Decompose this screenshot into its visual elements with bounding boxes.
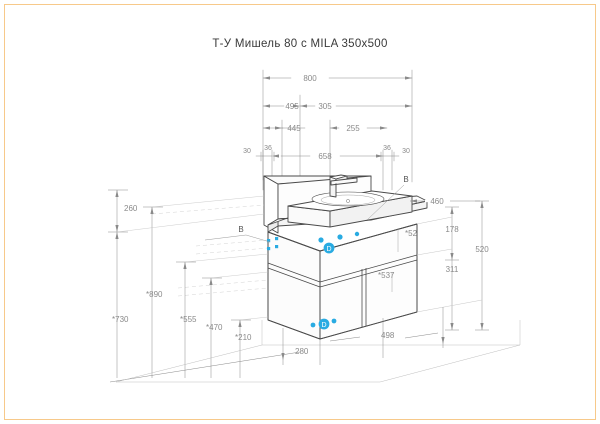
dim-text-555: *555 <box>180 315 197 324</box>
dim-495-305 <box>262 94 413 186</box>
marker-square-1 <box>267 239 271 243</box>
marker-dot-upper-a <box>318 237 324 243</box>
marker-square-3 <box>267 247 271 251</box>
dim-text-30-right: 30 <box>402 148 410 155</box>
bottom-dimension-labels: 280 498 <box>295 331 395 356</box>
left-dimension-labels: 260 *730 *890 *555 *470 *210 <box>112 204 252 342</box>
marker-dot-upper-c <box>354 231 360 237</box>
marker-square-4 <box>275 245 279 249</box>
dim-text-800: 800 <box>303 74 317 83</box>
marker-square-2 <box>275 237 279 241</box>
dim-text-537: *537 <box>378 271 395 280</box>
right-dimensions <box>410 199 489 331</box>
accent-markers: D D <box>267 231 360 330</box>
faucet <box>329 174 358 198</box>
dim-text-305: 305 <box>318 102 332 111</box>
dim-text-52: *52 <box>405 229 418 238</box>
section-leaders <box>204 184 405 243</box>
dim-text-890: *890 <box>146 290 163 299</box>
dim-text-36-right: 36 <box>383 145 391 152</box>
marker-dot-upper-b <box>337 234 343 240</box>
cabinet-body <box>267 223 418 340</box>
dim-text-520: 520 <box>475 245 489 254</box>
dim-text-260: 260 <box>124 204 138 213</box>
dim-text-178: 178 <box>445 225 459 234</box>
marker-dot-lower-b <box>331 318 337 324</box>
dim-text-495: 495 <box>285 102 299 111</box>
dim-text-36-left: 36 <box>264 145 272 152</box>
dim-text-470: *470 <box>206 323 223 332</box>
dim-text-445: 445 <box>287 124 301 133</box>
dim-text-280: 280 <box>295 347 309 356</box>
dim-800 <box>262 69 413 183</box>
inner-leaders <box>391 228 399 292</box>
dim-text-210: *210 <box>235 333 252 342</box>
page-title: Т-У Мишель 80 с MILA 350x500 <box>212 38 388 50</box>
dim-text-30-left: 30 <box>243 148 251 155</box>
svg-text:D: D <box>326 246 331 253</box>
section-label-left: B <box>238 225 243 234</box>
dim-text-730: *730 <box>112 315 129 324</box>
marker-circle-lower: D <box>318 318 330 330</box>
dim-text-460: 460 <box>430 197 444 206</box>
hidden-lines <box>151 204 269 297</box>
right-dimension-labels: 460 178 311 520 <box>430 197 489 274</box>
dim-text-311: 311 <box>446 265 459 274</box>
ground-plane <box>115 320 521 383</box>
marker-dot-lower-a <box>310 322 316 328</box>
top-dimension-labels: 800 495 305 445 255 30 36 658 36 30 <box>243 74 410 161</box>
dim-text-498: 498 <box>381 331 395 340</box>
marker-circle-upper: D <box>323 242 335 254</box>
dim-text-658: 658 <box>318 152 332 161</box>
bottom-dimensions <box>281 307 445 365</box>
section-label-right: B <box>403 175 408 184</box>
construction-lines <box>116 195 269 321</box>
dim-text-255: 255 <box>346 124 360 133</box>
dim-chain-bottom-row <box>255 149 400 191</box>
svg-text:D: D <box>321 322 326 329</box>
